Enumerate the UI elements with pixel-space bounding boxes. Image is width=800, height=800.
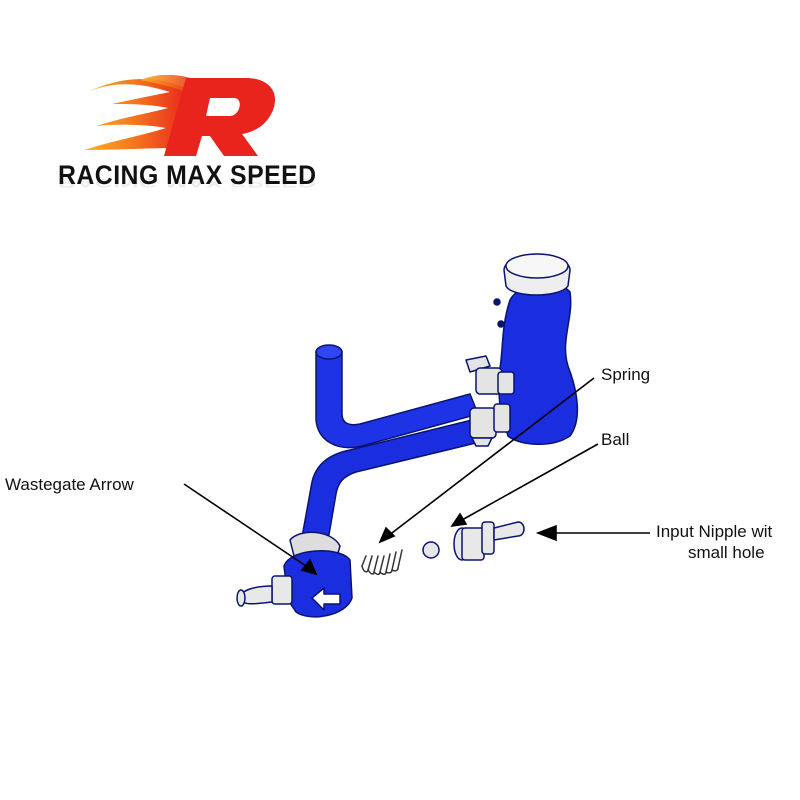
lower-fitting <box>469 403 511 447</box>
input-nipple <box>453 521 525 561</box>
spring <box>361 549 403 576</box>
input-nipple-leader-arrow <box>535 524 650 542</box>
wastegate-arrow-label: Wastegate Arrow <box>5 475 134 494</box>
spring-label: Spring <box>601 365 651 384</box>
output-nipple <box>236 575 293 607</box>
input-nipple-label-line2: small hole <box>688 543 765 562</box>
ball-leader-arrow <box>450 443 599 528</box>
wastegate-tee-block <box>283 550 353 618</box>
brand-name: RACING MAX SPEED <box>58 160 317 190</box>
wastegate-arrow-icon <box>311 587 341 611</box>
r-letter-icon <box>164 78 276 156</box>
upper-pipe-end <box>315 344 343 360</box>
upper-pipe <box>315 351 479 449</box>
input-nipple-label-line1: Input Nipple wit <box>656 522 773 541</box>
wastegate-leader-arrow <box>183 483 318 576</box>
check-ball <box>422 541 440 559</box>
ball-label: Ball <box>601 430 630 449</box>
spring-leader-arrow <box>378 377 595 544</box>
upper-fitting <box>465 355 515 395</box>
